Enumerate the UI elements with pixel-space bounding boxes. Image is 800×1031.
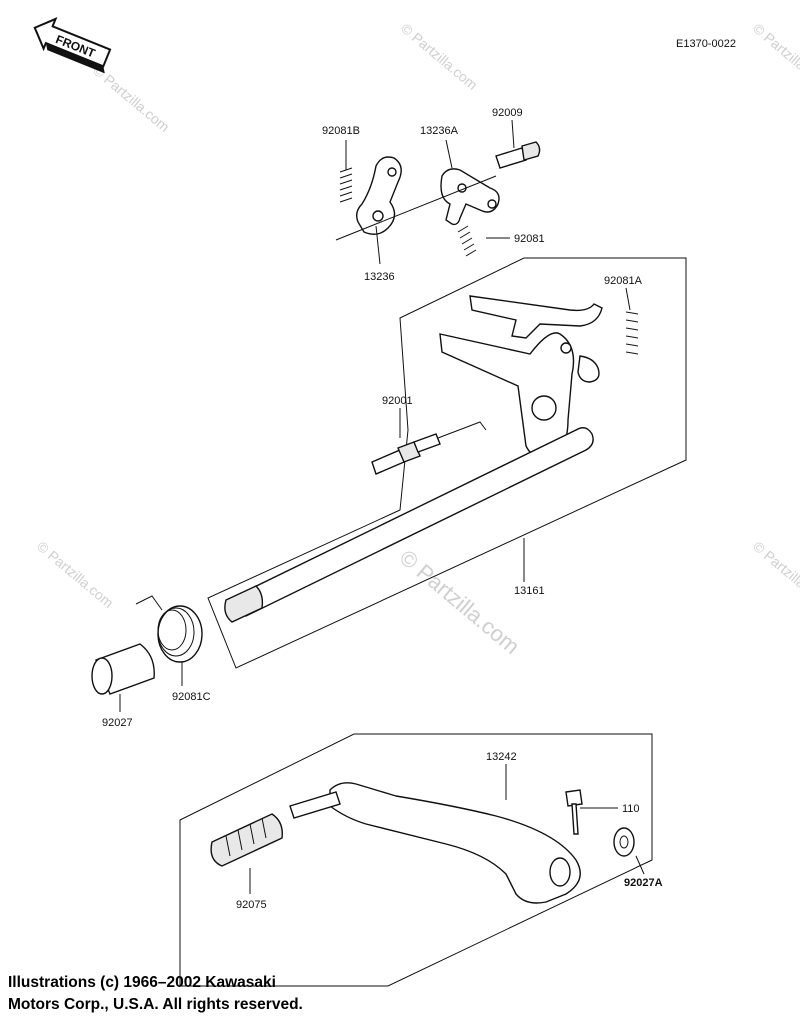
part-label-92075: 92075 <box>236 899 267 911</box>
lever-13236a-icon <box>440 168 500 226</box>
watermark-right: © Partzilla.com <box>750 538 800 611</box>
spring-92081-icon <box>457 225 477 257</box>
lever-13236-icon <box>355 156 402 235</box>
diagram-code: E1370-0022 <box>676 38 736 50</box>
spring-92081a-icon <box>625 311 639 355</box>
watermark-top-left: © Partzilla.com <box>90 62 173 135</box>
spring-92081b-icon <box>339 160 353 203</box>
copyright-footer: Illustrations (c) 1966–2002 Kawasaki Mot… <box>8 972 568 1016</box>
part-label-92027a: 92027A <box>624 877 663 889</box>
watermark-group: © Partzilla.com © Partzilla.com © Partzi… <box>34 20 800 659</box>
spring-92081c-icon <box>135 595 203 663</box>
shaft-13161-icon <box>224 427 594 623</box>
part-label-110: 110 <box>622 803 640 815</box>
part-label-13236a: 13236A <box>420 125 459 137</box>
part-labels: 92081B 13236A 92009 92081 13236 92081A 9… <box>102 107 663 911</box>
watermark-top-right: © Partzilla.com <box>398 20 481 93</box>
watermark-left: © Partzilla.com <box>34 538 117 611</box>
bolt-92009-icon <box>495 141 541 169</box>
part-label-92081b: 92081B <box>322 125 360 137</box>
bolt-110-icon <box>565 789 583 835</box>
part-label-92081: 92081 <box>514 233 545 245</box>
part-label-13242: 13242 <box>486 751 517 763</box>
part-label-92081c: 92081C <box>172 691 211 703</box>
pedal-group-frame <box>179 733 653 987</box>
part-label-92081a: 92081A <box>604 275 643 287</box>
stud-92001-icon <box>371 433 441 475</box>
assembly-axis-line <box>335 175 497 241</box>
collar-92027-icon <box>91 643 155 695</box>
washer-92027a-icon <box>613 827 635 857</box>
part-label-92009: 92009 <box>492 107 523 119</box>
pedal-13242-icon <box>289 782 581 904</box>
part-label-92001: 92001 <box>382 395 413 407</box>
watermark-far-right: © Partzilla.com <box>750 20 800 93</box>
stud-leader-line <box>437 421 487 439</box>
part-label-13161: 13161 <box>514 585 545 597</box>
front-arrow-icon: FRONT <box>33 17 112 74</box>
leader-lines <box>119 119 645 894</box>
part-label-92027: 92027 <box>102 717 133 729</box>
copyright-line-1: Illustrations (c) 1966–2002 Kawasaki <box>8 974 276 991</box>
watermark-main: © Partzilla.com <box>395 545 525 659</box>
copyright-line-2: Motors Corp., U.S.A. All rights reserved… <box>8 996 303 1013</box>
shift-fork-assembly-icon <box>439 295 603 459</box>
rubber-92075-icon <box>210 813 283 867</box>
part-label-13236: 13236 <box>364 271 395 283</box>
